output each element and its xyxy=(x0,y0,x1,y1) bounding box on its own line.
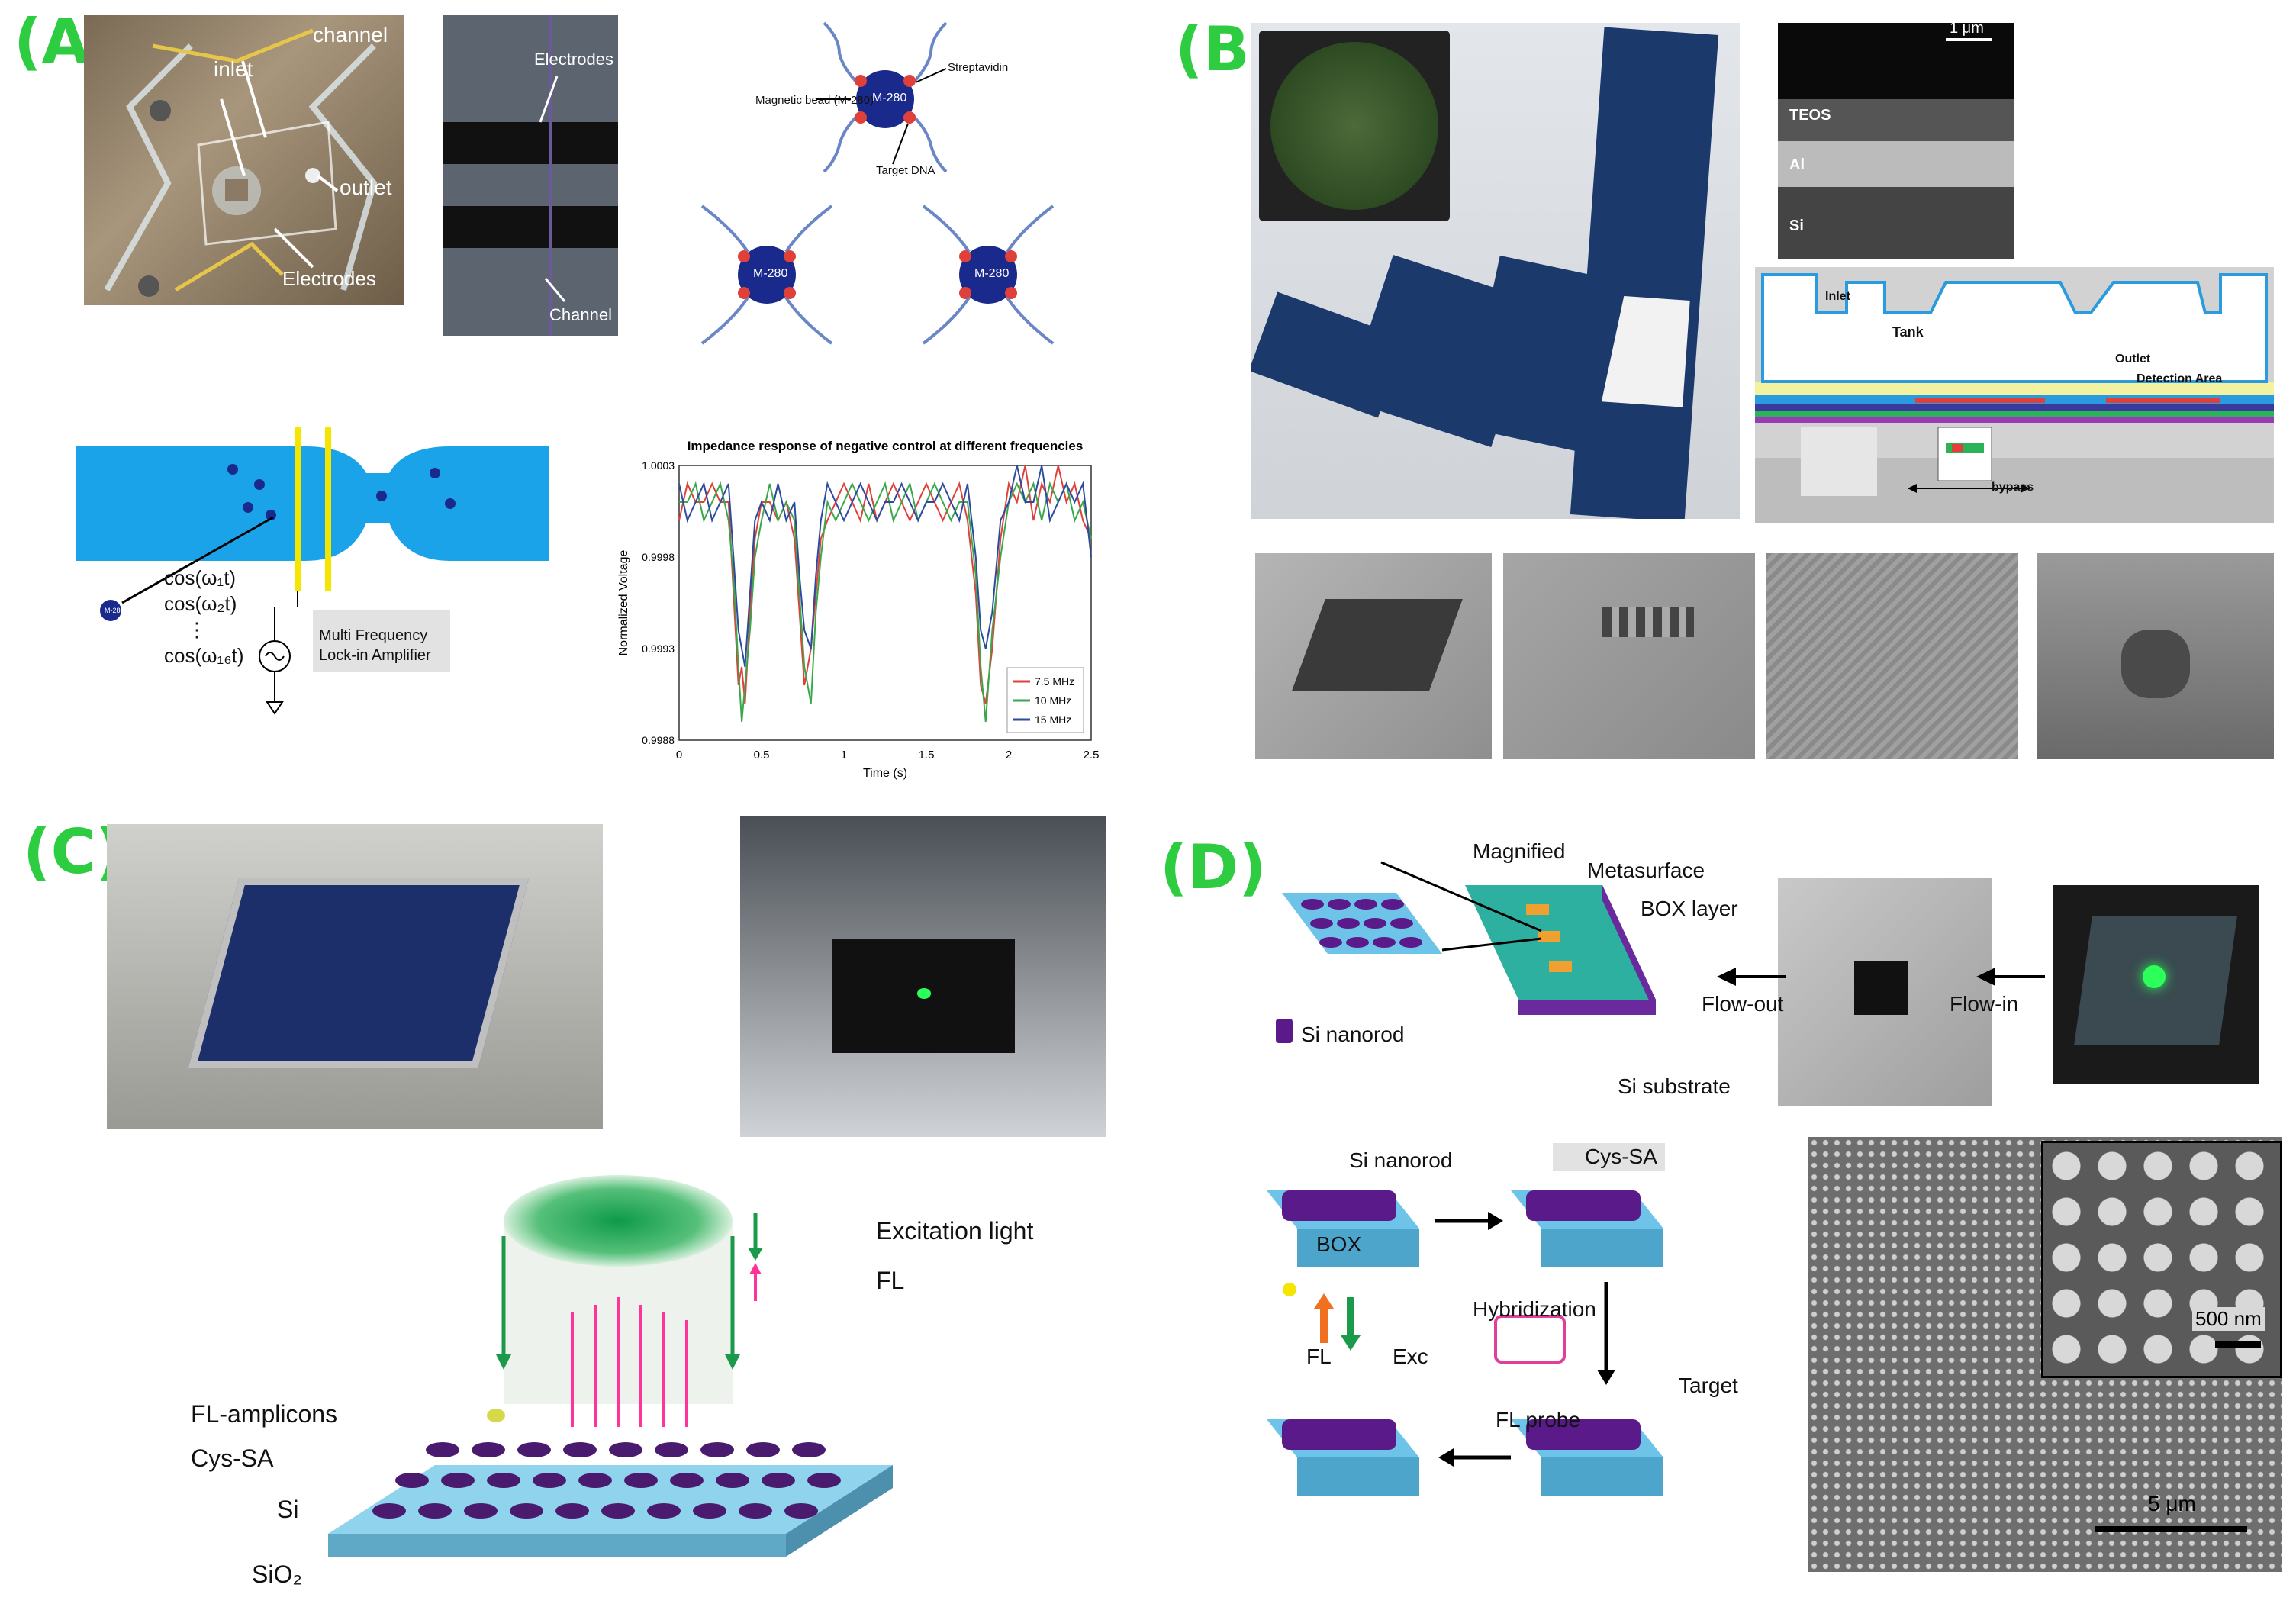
cyssa-label-c: Cys-SA xyxy=(191,1444,274,1472)
fl-label-d: FL xyxy=(1306,1345,1332,1368)
series-line-1 xyxy=(679,481,1092,723)
device-schematic xyxy=(1755,267,2274,523)
lockin-amplifier-box: Multi Frequency Lock-in Amplifier xyxy=(319,626,431,665)
metasurface-label: Metasurface xyxy=(1587,858,1705,882)
flow-arrows xyxy=(1717,968,2045,986)
legend-entry-0: 7.5 MHz xyxy=(1035,675,1074,688)
impedance-chart: Impedance response of negative control a… xyxy=(617,439,1100,780)
chip-photo: channel inlet outlet Electrodes xyxy=(84,15,404,305)
metasurface-diagram xyxy=(328,1175,893,1557)
layer-si: Si xyxy=(1789,217,1804,234)
fl-label: FL xyxy=(876,1267,905,1294)
streptavidin-label: Streptavidin xyxy=(948,61,1009,74)
sem-1 xyxy=(1255,553,1492,759)
x-tick-label: 1.5 xyxy=(919,749,935,762)
bead-text-left: M-280 xyxy=(753,267,788,280)
assay-steps-diagram xyxy=(1267,1190,1663,1496)
bead-center xyxy=(823,21,948,173)
sio2-label: SiO₂ xyxy=(252,1560,302,1588)
sem-4 xyxy=(2037,553,2274,759)
bead-text-center: M-280 xyxy=(872,92,907,105)
flow-in-label: Flow-in xyxy=(1950,992,2019,1016)
exc-label: Exc xyxy=(1393,1345,1428,1368)
y-tick-label: 0.9993 xyxy=(642,643,675,655)
bead-text-right: M-280 xyxy=(974,267,1010,280)
microscope-image: Electrodes Channel xyxy=(443,15,618,336)
x-axis-label: Time (s) xyxy=(863,767,907,780)
sem-2 xyxy=(1503,553,1755,759)
si-nanorod-bottom-label: Si nanorod xyxy=(1349,1148,1453,1172)
metasurface-chip-diagram xyxy=(1276,861,1656,1043)
x-tick-label: 0.5 xyxy=(754,749,770,762)
channel-circuit xyxy=(76,427,549,715)
inlet-label: inlet xyxy=(214,57,253,81)
si-label: Si xyxy=(277,1496,299,1523)
chip-cards-photo xyxy=(1251,23,1740,519)
panel-d-label: (D) xyxy=(1160,832,1267,903)
schema-inlet: Inlet xyxy=(1825,290,1850,303)
panel-c-label: (C) xyxy=(23,816,124,887)
layer-al: Al xyxy=(1789,156,1805,173)
sem-inset: 500 nm xyxy=(2041,1141,2282,1378)
legend-entry-2: 15 MHz xyxy=(1035,713,1071,726)
outlet-label: outlet xyxy=(340,176,392,199)
inset-scale-label: 500 nm xyxy=(2192,1307,2265,1331)
si-nanorod-top-label: Si nanorod xyxy=(1301,1023,1405,1046)
electrodes-label: Electrodes xyxy=(282,267,376,290)
circuit-bead-text: M-280 xyxy=(105,607,124,614)
reader-photo xyxy=(740,816,1106,1137)
flow-out-label: Flow-out xyxy=(1702,992,1784,1016)
target-dna-label: Target DNA xyxy=(876,164,935,177)
main-scale-label: 5 μm xyxy=(2148,1492,2196,1515)
cos-1: cos(ω₁t) xyxy=(164,566,237,589)
schema-tank: Tank xyxy=(1892,324,1924,340)
fluidic-chip-photo xyxy=(1778,878,1992,1106)
schema-outlet: Outlet xyxy=(2115,353,2151,366)
amplicons-label: FL-amplicons xyxy=(191,1400,338,1428)
sem-nanorod-array: 500 nm 5 μm xyxy=(1808,1137,2282,1572)
sem-scale-label: 1 μm xyxy=(1950,23,1984,37)
schema-bypass: bypass xyxy=(1992,481,2034,494)
magnetic-bead-label: Magnetic bead (M-280) xyxy=(755,94,874,107)
box-label: BOX xyxy=(1316,1232,1362,1256)
micro-channel-label: Channel xyxy=(549,305,612,324)
cos-list: cos(ω₁t) cos(ω₂t) ⋮ cos(ω₁₆t) xyxy=(164,565,244,668)
x-tick-label: 0 xyxy=(676,749,682,762)
y-axis-label: Normalized Voltage xyxy=(617,550,630,656)
glowing-chip-photo xyxy=(2053,885,2259,1084)
schema-detection: Detection Area xyxy=(2137,372,2223,385)
y-tick-label: 0.9988 xyxy=(642,734,675,746)
x-tick-label: 2.5 xyxy=(1084,749,1100,762)
bead-diagram xyxy=(700,21,1055,345)
si-substrate-label: Si substrate xyxy=(1618,1074,1731,1098)
layer-teos: TEOS xyxy=(1789,107,1831,124)
target-label: Target xyxy=(1679,1374,1738,1397)
flow-cell-photo xyxy=(107,824,603,1129)
channel-label: channel xyxy=(313,23,388,47)
cos-16: cos(ω₁₆t) xyxy=(164,644,244,667)
y-tick-label: 0.9998 xyxy=(642,551,675,563)
amp-line-1: Multi Frequency xyxy=(319,627,428,644)
cos-2: cos(ω₂t) xyxy=(164,592,237,615)
magnified-label: Magnified xyxy=(1473,839,1566,863)
cos-dots: ⋮ xyxy=(187,618,207,641)
sem-3 xyxy=(1766,553,2018,759)
y-tick-label: 1.0003 xyxy=(642,459,675,472)
x-tick-label: 2 xyxy=(1006,749,1012,762)
series-line-0 xyxy=(678,465,1092,704)
amp-line-2: Lock-in Amplifier xyxy=(319,647,431,664)
fl-probe-label: FL probe xyxy=(1496,1408,1581,1432)
x-tick-label: 1 xyxy=(841,749,847,762)
micro-electrodes-label: Electrodes xyxy=(534,50,613,69)
chart-title: Impedance response of negative control a… xyxy=(688,439,1084,453)
excitation-label: Excitation light xyxy=(876,1217,1034,1245)
hybridization-label: Hybridization xyxy=(1473,1297,1596,1321)
series-line-2 xyxy=(678,465,1092,668)
sem-cross-section: 1 μm TEOS Al Si xyxy=(1778,23,2014,259)
legend-entry-1: 10 MHz xyxy=(1035,694,1071,707)
box-layer-label: BOX layer xyxy=(1641,897,1738,920)
cyssa-label-d: Cys-SA xyxy=(1553,1143,1665,1171)
